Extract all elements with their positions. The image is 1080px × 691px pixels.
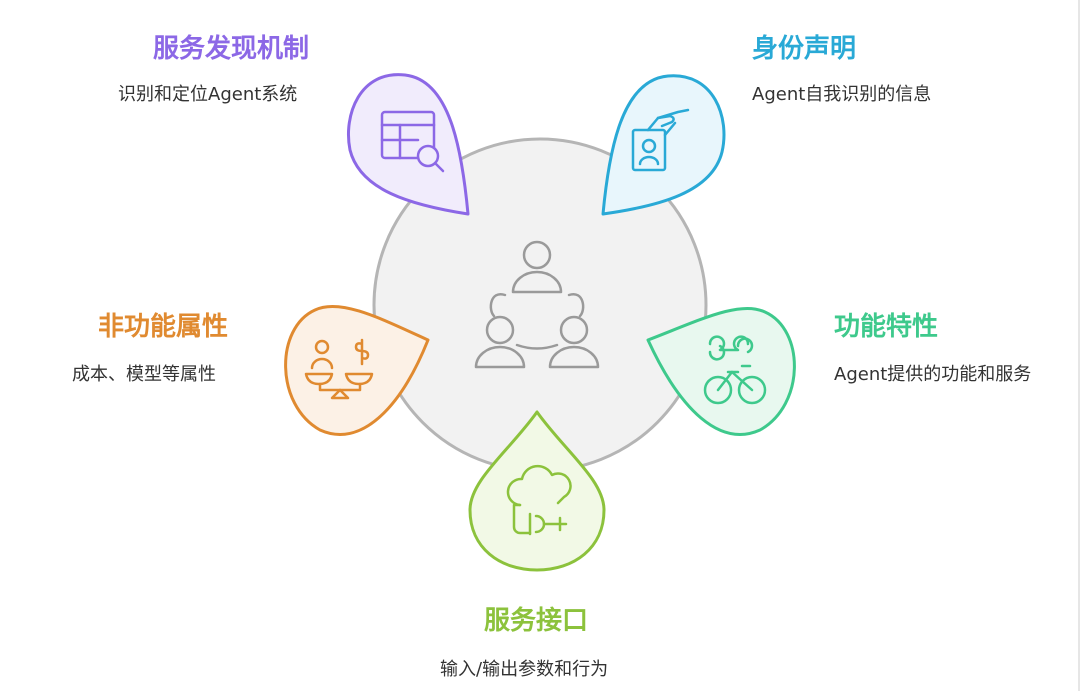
nonfunctional-desc: 成本、模型等属性 xyxy=(72,364,216,385)
discovery-desc: 识别和定位Agent系统 xyxy=(118,84,298,105)
capability-title: 功能特性 xyxy=(834,312,939,342)
identity-drop xyxy=(601,74,726,216)
wrench-bicycle-icon xyxy=(703,335,767,405)
nonfunctional-drop xyxy=(284,305,430,436)
discovery-drop xyxy=(347,73,470,216)
id-card-hand-icon xyxy=(631,108,690,172)
capability-drop xyxy=(646,307,796,436)
identity-desc: Agent自我识别的信息 xyxy=(752,84,932,105)
right-edge-divider xyxy=(1078,0,1080,691)
nonfunctional-title: 非功能属性 xyxy=(98,312,229,342)
interface-title: 服务接口 xyxy=(484,606,589,636)
interface-desc: 输入/输出参数和行为 xyxy=(440,659,609,680)
cloud-plug-icon xyxy=(506,464,572,536)
cost-balance-icon xyxy=(304,338,374,400)
interface-drop xyxy=(468,410,606,572)
discovery-title: 服务发现机制 xyxy=(153,34,310,64)
table-search-icon xyxy=(380,110,445,173)
identity-title: 身份声明 xyxy=(752,34,857,64)
people-network-icon xyxy=(474,240,600,369)
capability-desc: Agent提供的功能和服务 xyxy=(834,364,1032,385)
